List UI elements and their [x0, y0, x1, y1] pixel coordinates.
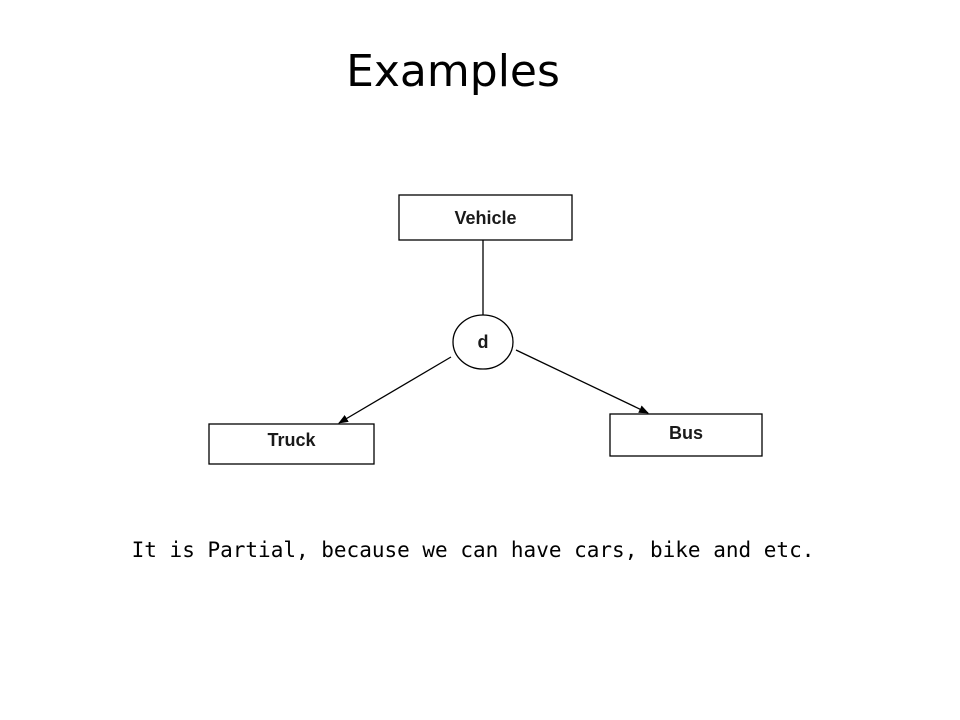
arrow-to-truck — [338, 356, 452, 424]
entity-label-vehicle: Vehicle — [454, 208, 516, 228]
entity-box-truck: Truck — [208, 423, 375, 465]
slide-title: Examples — [346, 46, 560, 97]
entity-box-vehicle: Vehicle — [398, 194, 573, 241]
entity-label-bus: Bus — [669, 423, 703, 443]
disjoint-circle: d — [452, 314, 514, 370]
entity-label-truck: Truck — [267, 430, 316, 450]
slide-caption: It is Partial, because we can have cars,… — [131, 538, 815, 562]
arrow-to-bus — [515, 349, 649, 414]
entity-box-bus: Bus — [609, 413, 763, 457]
disjoint-symbol: d — [478, 332, 489, 352]
